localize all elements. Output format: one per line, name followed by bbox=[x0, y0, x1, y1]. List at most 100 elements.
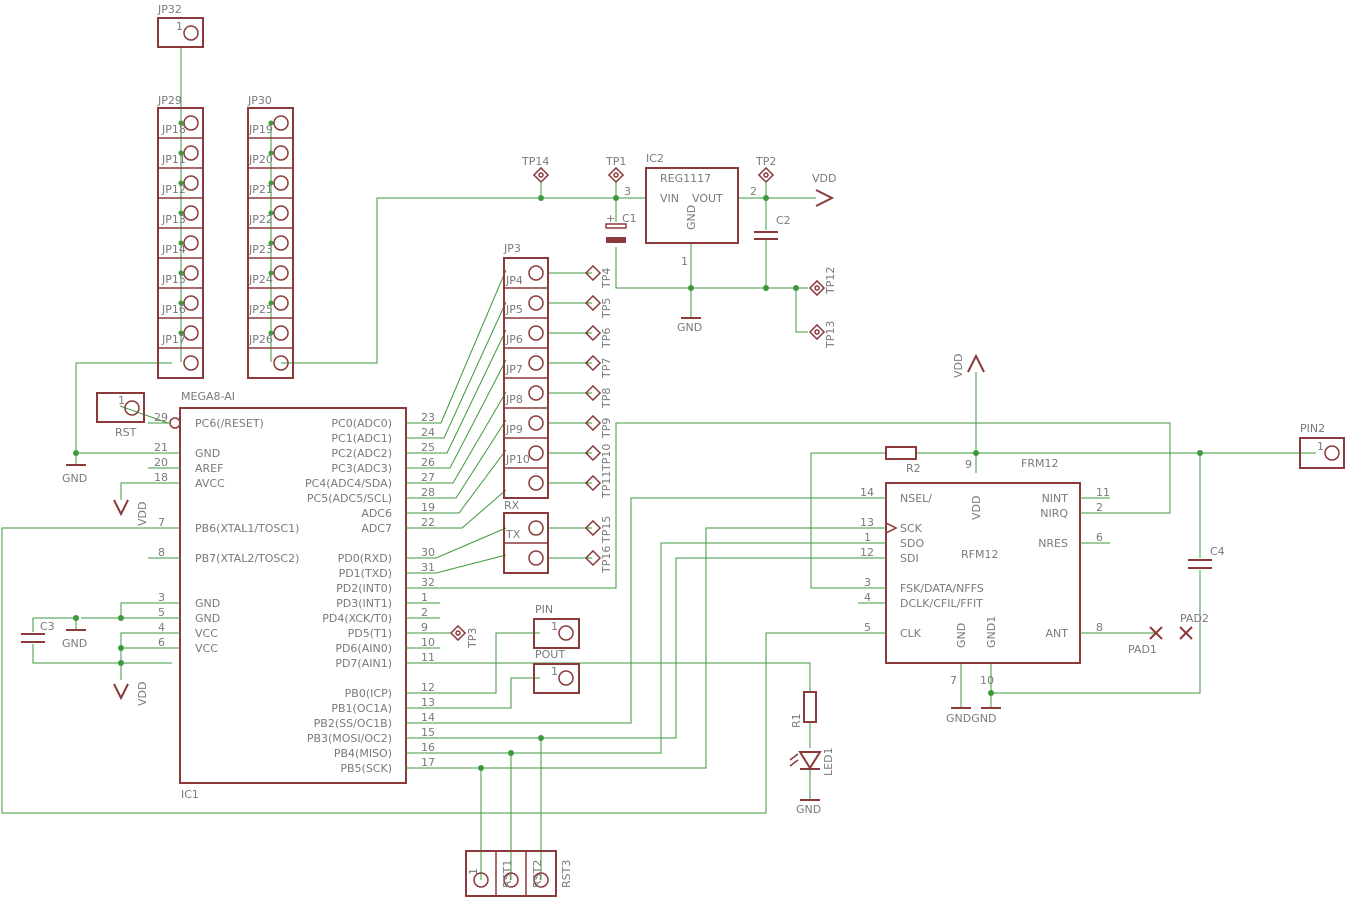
vdd-arrow-top: VDD bbox=[812, 172, 836, 207]
gndgnd-label: GNDGND bbox=[946, 712, 996, 725]
tp8-label: TP8 bbox=[600, 388, 613, 409]
jp29-row-label: JP12 bbox=[161, 183, 186, 196]
ic1-right-num: 16 bbox=[421, 741, 435, 754]
ic1-right-label: PC4(ADC4/SDA) bbox=[305, 477, 392, 490]
rx-tx-label: TX bbox=[505, 528, 521, 541]
ic1-right-label: PB5(SCK) bbox=[340, 762, 392, 775]
tp3-label: TP3 bbox=[466, 628, 479, 649]
jp29-row-label: JP17 bbox=[161, 333, 186, 346]
c3-capacitor: C3 bbox=[21, 620, 55, 643]
tp5-label: TP5 bbox=[600, 298, 613, 319]
vdd-avcc-label: VDD bbox=[136, 502, 149, 526]
pad1-label: PAD1 bbox=[1128, 643, 1157, 656]
ic1-right-label: PD1(TXD) bbox=[339, 567, 392, 580]
jp30-row-label: JP26 bbox=[248, 333, 273, 346]
gnd-ic2-label: GND bbox=[677, 321, 702, 334]
ic1-right-num: 17 bbox=[421, 756, 435, 769]
jp30-row-label: JP20 bbox=[248, 153, 273, 166]
jp29-row-label: JP14 bbox=[161, 243, 186, 256]
rfm12-bottom-label: GND bbox=[955, 623, 968, 648]
rfm12-vdd: VDD bbox=[970, 496, 983, 520]
tp6-label: TP6 bbox=[600, 328, 613, 349]
rfm12-right-label: ANT bbox=[1046, 627, 1069, 640]
jp3-row-label: JP8 bbox=[505, 393, 523, 406]
rfm12-left-num: 12 bbox=[860, 546, 874, 559]
tp3: TP3 bbox=[449, 624, 479, 649]
c2-capacitor: C2 bbox=[754, 214, 791, 240]
jp3-testpoints: TP4 TP5 TP6 TP7 TP8 TP9 TP10 TP11 bbox=[584, 264, 613, 499]
rfm12-left-label: SCK bbox=[900, 522, 923, 535]
gnd-c3: GND bbox=[62, 629, 87, 650]
tp15-label: TP15 bbox=[600, 516, 613, 544]
junctions bbox=[73, 120, 1203, 771]
pin-label: PIN bbox=[535, 603, 553, 616]
ic1-left-label: VCC bbox=[195, 642, 218, 655]
gnd-led: GND bbox=[796, 799, 821, 816]
jp3-header: JP3 JP4 JP5 JP6 JP7 JP8 JP9 JP10 bbox=[503, 242, 549, 499]
ic1-right-label: PC5(ADC5/SCL) bbox=[307, 492, 392, 505]
c1-plus: + bbox=[606, 212, 615, 225]
rst3-row-label: RST1 bbox=[501, 860, 514, 888]
jp29-row-label: JP18 bbox=[161, 123, 186, 136]
rfm12-left-label: CLK bbox=[900, 627, 922, 640]
rst3-header: 1 RST1 RST2 RST3 bbox=[465, 850, 573, 897]
ic2-part: REG1117 bbox=[660, 172, 711, 185]
jp32-connector: JP32 1 bbox=[157, 3, 204, 48]
rst3-label: RST3 bbox=[560, 860, 573, 888]
pin2-pin: 1 bbox=[1317, 440, 1324, 453]
ic1-left-pins bbox=[148, 422, 180, 649]
pin-connector: PIN 1 bbox=[533, 603, 580, 649]
ic1-right-num: 11 bbox=[421, 651, 435, 664]
ic1-right-label: PD6(AIN0) bbox=[335, 642, 392, 655]
c1-capacitor: + C1 bbox=[605, 212, 637, 243]
ic1-left-num: 4 bbox=[158, 621, 165, 634]
ic1-right-label: PD4(XCK/T0) bbox=[322, 612, 392, 625]
gnd-ic2: GND bbox=[677, 317, 702, 334]
jp3-row-label: JP9 bbox=[505, 423, 523, 436]
pout-connector: POUT 1 bbox=[533, 648, 580, 694]
ic1-left-num: 18 bbox=[154, 471, 168, 484]
ic2-pin2: 2 bbox=[750, 185, 757, 198]
pout-label: POUT bbox=[535, 648, 565, 661]
rfm12-module: FRM12 RFM12 VDD 9 14 NSEL/ 13 SCK 1 SDO … bbox=[858, 457, 1110, 687]
jp30-row-label: JP21 bbox=[248, 183, 273, 196]
tp9-label: TP9 bbox=[600, 418, 613, 439]
ic1-left-num: 21 bbox=[154, 441, 168, 454]
jp3-row-label: JP5 bbox=[505, 303, 523, 316]
ic1-right-label: PC0(ADC0) bbox=[331, 417, 392, 430]
ic1-left-label: GND bbox=[195, 447, 220, 460]
jp30-row-label: JP23 bbox=[248, 243, 273, 256]
ic1-left-label: GND bbox=[195, 612, 220, 625]
tp4-label: TP4 bbox=[600, 268, 613, 289]
rfm12-left-pins bbox=[858, 497, 886, 634]
pad1: PAD1 bbox=[1128, 626, 1163, 656]
ic1-right-num: 9 bbox=[421, 621, 428, 634]
tp2: TP2 bbox=[755, 155, 776, 198]
jp30-row-label: JP19 bbox=[248, 123, 273, 136]
ic1-left-label: PB7(XTAL2/TOSC2) bbox=[195, 552, 299, 565]
tp13: TP13 bbox=[808, 321, 837, 349]
rfm12-left-num: 13 bbox=[860, 516, 874, 529]
ic1-name: IC1 bbox=[181, 788, 199, 801]
ic1-right-label: PC2(ADC2) bbox=[331, 447, 392, 460]
ic1-right-num: 14 bbox=[421, 711, 435, 724]
gnd-led-label: GND bbox=[796, 803, 821, 816]
rfm12-left-num: 4 bbox=[864, 591, 871, 604]
rx-connector: RX TX TP15 TP16 bbox=[503, 499, 613, 574]
rfm12-bottom-label: GND1 bbox=[985, 616, 998, 648]
c3-label: C3 bbox=[40, 620, 55, 633]
vdd-arrow-rfm: VDD bbox=[952, 354, 985, 378]
pad2-label: PAD2 bbox=[1180, 612, 1209, 625]
ic1-right-label: PD0(RXD) bbox=[338, 552, 392, 565]
ic1-right-num: 26 bbox=[421, 456, 435, 469]
rst3-row-label: RST2 bbox=[531, 860, 544, 888]
gnd-rfm: GNDGND bbox=[946, 707, 1001, 725]
pad2: PAD2 bbox=[1179, 612, 1209, 640]
ic1-right-label: PD3(INT1) bbox=[336, 597, 392, 610]
jp30-label: JP30 bbox=[247, 94, 272, 107]
rfm12-right-num: 2 bbox=[1096, 501, 1103, 514]
ic1-left-label: AREF bbox=[195, 462, 223, 475]
rfm12-right-label: NRES bbox=[1038, 537, 1068, 550]
rst-connector: RST 1 bbox=[96, 392, 145, 439]
ic1-right-label: PB4(MISO) bbox=[334, 747, 392, 760]
